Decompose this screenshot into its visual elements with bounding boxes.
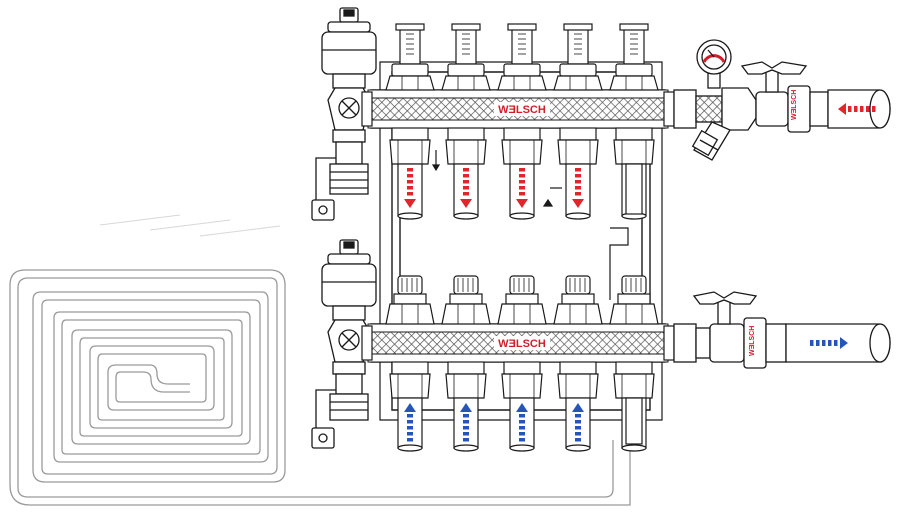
- arrow-right-icon: [810, 337, 848, 349]
- floor-hatch: [99, 214, 281, 237]
- return-inlet: [445, 361, 487, 452]
- return-valve-caps: [385, 275, 659, 325]
- arrow-up-icon: [460, 403, 472, 442]
- supply-outlets: [389, 127, 655, 220]
- supply-flow-arrow: [838, 103, 876, 115]
- arrow-down-icon: [404, 168, 416, 208]
- return-inlets: [389, 361, 655, 452]
- supply-manifold-bar: WƎLSCH: [367, 89, 669, 129]
- return-bar-brand: WƎLSCH: [498, 338, 546, 350]
- return-inlet: [389, 361, 431, 452]
- return-valve-cap: [385, 275, 435, 325]
- supply-outlet: [445, 127, 487, 220]
- loop-return-pipe: [625, 397, 643, 445]
- pressure-gauge-icon: [696, 39, 732, 89]
- flow-meter: [441, 23, 491, 91]
- bottom-air-vent: [321, 239, 377, 421]
- return-inlet: [501, 361, 543, 452]
- supply-valve-brand: WƎLSCH: [791, 90, 798, 120]
- y-strainer: [691, 121, 731, 161]
- flow-meter: [609, 23, 659, 91]
- bracket-markers: [431, 150, 562, 207]
- bottom-drain-valve: [311, 389, 336, 449]
- return-manifold-bar: WƎLSCH: [367, 323, 669, 363]
- return-valve-cap: [609, 275, 659, 325]
- supply-outlet: [557, 127, 599, 220]
- arrow-down-icon: [460, 168, 472, 208]
- supply-inlet-assembly: WƎLSCH: [673, 39, 891, 161]
- return-valve-cap: [497, 275, 547, 325]
- supply-bar-brand: WƎLSCH: [498, 104, 546, 116]
- return-valve-cap: [553, 275, 603, 325]
- arrow-up-icon: [404, 403, 416, 442]
- loop-supply-pipe: [625, 163, 643, 215]
- return-valve-brand: WƎLSCH: [749, 326, 756, 356]
- flow-meters: [385, 23, 659, 91]
- flow-meter: [385, 23, 435, 91]
- flow-meter: [497, 23, 547, 91]
- supply-outlet: [501, 127, 543, 220]
- arrow-up-icon: [516, 403, 528, 442]
- return-flow-arrow: [810, 337, 848, 349]
- return-outlet-assembly: WƎLSCH: [673, 291, 891, 369]
- arrow-down-icon: [516, 168, 528, 208]
- arrow-down-icon: [572, 168, 584, 208]
- supply-outlet: [389, 127, 431, 220]
- arrow-up-icon: [572, 403, 584, 442]
- return-inlet: [557, 361, 599, 452]
- top-air-vent: [321, 7, 377, 195]
- loop-outer-run: [9, 269, 631, 506]
- flow-meter: [553, 23, 603, 91]
- left-fittings: [311, 7, 377, 449]
- floor-heating-loop: [9, 269, 631, 506]
- loop-inner-run: [17, 277, 614, 498]
- arrow-left-icon: [838, 103, 876, 115]
- return-valve-cap: [441, 275, 491, 325]
- top-drain-valve: [311, 157, 336, 221]
